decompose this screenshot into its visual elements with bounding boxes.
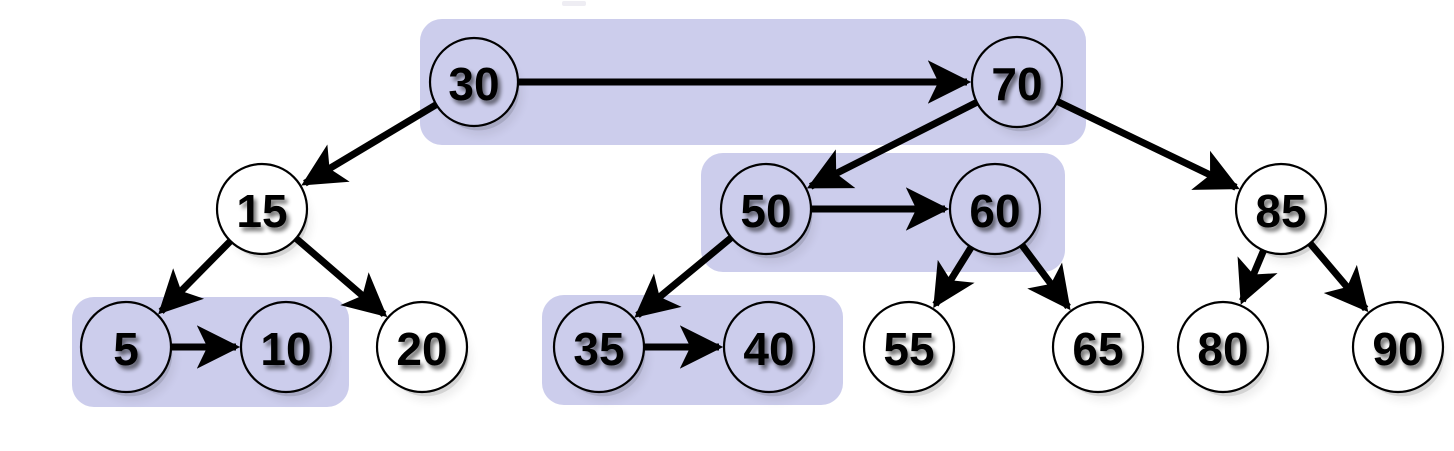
tree-edge-child-left [1237, 249, 1278, 305]
node-label: 15 [236, 185, 287, 237]
tree-node[interactable]: 30 [428, 36, 520, 131]
node-label: 90 [1372, 323, 1423, 375]
node-label: 65 [1072, 323, 1123, 375]
tree-node[interactable]: 5 [79, 300, 173, 397]
tree-node[interactable]: 85 [1234, 162, 1328, 259]
tree-edge-child-left [301, 101, 438, 187]
tree-edge-child-left [806, 99, 978, 190]
node-circle[interactable] [1176, 300, 1270, 394]
node-label: 60 [969, 185, 1020, 237]
tree-node[interactable]: 80 [1176, 300, 1270, 397]
edge-layer [158, 60, 1369, 369]
node-label: 20 [396, 323, 447, 375]
top-artifact-mark [562, 1, 586, 6]
tree-edge-child-left [158, 238, 233, 315]
tree-node[interactable]: 35 [552, 300, 646, 397]
node-label: 55 [883, 323, 934, 375]
tree-edge-child-left [634, 235, 734, 318]
node-label: 50 [740, 185, 791, 237]
tree-node[interactable]: 55 [862, 300, 956, 397]
node-layer: 30 70 15 50 60 85 5 10 20 35 40 55 65 80 90 [79, 35, 1445, 397]
node-circle[interactable] [428, 36, 520, 128]
node-label: 5 [113, 323, 139, 375]
tree-edge-child-right [1056, 98, 1240, 191]
tree-node[interactable]: 40 [722, 300, 816, 397]
node-label: 40 [743, 323, 794, 375]
node-label: 80 [1197, 323, 1248, 375]
tree-edge-child-right [294, 236, 388, 318]
node-circle[interactable] [1351, 300, 1445, 394]
tree-edge-child-right [1307, 241, 1369, 313]
node-circle[interactable] [375, 300, 469, 394]
node-circle[interactable] [948, 162, 1042, 256]
node-label: 35 [573, 323, 624, 375]
node-circle[interactable] [719, 162, 813, 256]
node-circle[interactable] [239, 300, 333, 394]
node-circle[interactable] [1051, 300, 1145, 394]
tree-node[interactable]: 70 [970, 35, 1064, 132]
node-label: 85 [1255, 185, 1306, 237]
tree-node[interactable]: 50 [719, 162, 813, 259]
node-circle[interactable] [79, 300, 173, 394]
tree-node[interactable]: 90 [1351, 300, 1445, 397]
tree-node[interactable]: 15 [215, 162, 309, 259]
node-circle[interactable] [970, 35, 1064, 129]
node-circle[interactable] [722, 300, 816, 394]
tree-node[interactable]: 20 [375, 300, 469, 397]
tree-node[interactable]: 10 [239, 300, 333, 397]
node-label: 30 [448, 58, 499, 110]
node-circle[interactable] [1234, 162, 1328, 256]
node-circle[interactable] [862, 300, 956, 394]
tree-node[interactable]: 65 [1051, 300, 1145, 397]
node-label: 10 [260, 323, 311, 375]
node-circle[interactable] [552, 300, 646, 394]
tree-edge-child-right [1019, 243, 1071, 311]
node-label: 70 [991, 58, 1042, 110]
tree-node[interactable]: 60 [948, 162, 1042, 259]
node-circle[interactable] [215, 162, 309, 256]
tree-edge-child-left [932, 245, 975, 309]
